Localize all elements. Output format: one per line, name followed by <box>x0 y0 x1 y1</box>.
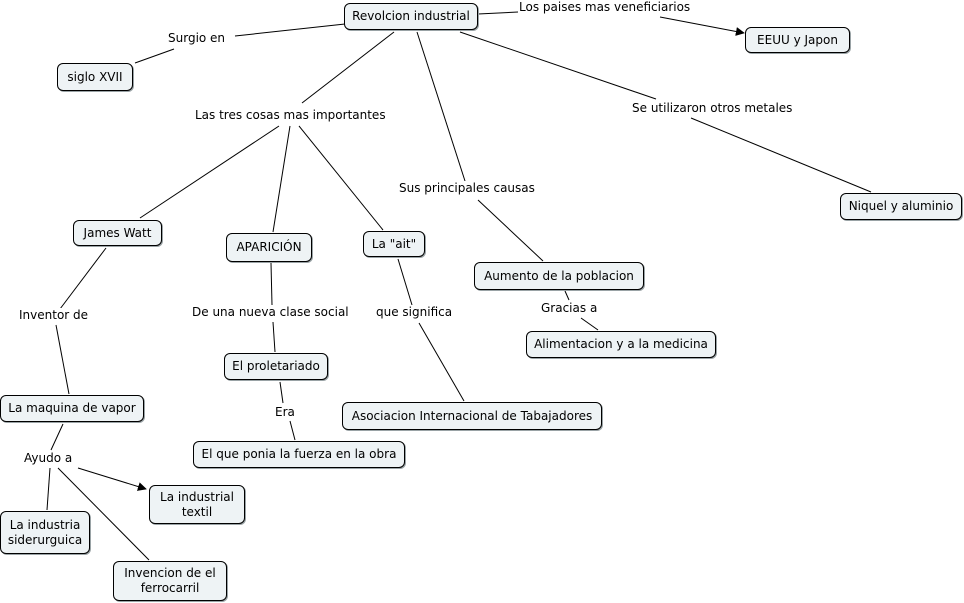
link-ayudo-ferrocarril <box>57 467 150 561</box>
concept-label-line2: ferrocarril <box>140 581 200 595</box>
link-root-metales <box>459 31 657 100</box>
link-phrase-gracias[interactable]: Gracias a <box>541 301 598 316</box>
link-ait-significa <box>397 258 413 306</box>
concept-label-line1: La industria <box>9 517 81 532</box>
link-phrase-era[interactable]: Era <box>275 405 295 420</box>
concept-label: La maquina de vapor <box>8 401 136 415</box>
link-root-causas <box>416 31 466 182</box>
concept-aparicion[interactable]: APARICIÓN <box>226 233 312 262</box>
link-tres-watt <box>139 125 280 219</box>
link-gracias-alimentacion <box>580 317 599 331</box>
concept-niquel-aluminio[interactable]: Niquel y aluminio <box>840 193 962 220</box>
concept-fuerza-obra[interactable]: El que ponia la fuerza en la obra <box>193 441 405 468</box>
concept-james-watt[interactable]: James Watt <box>73 220 162 246</box>
link-clase-proletariado <box>272 321 276 353</box>
concept-alimentacion-medicina[interactable]: Alimentacion y a la medicina <box>526 331 716 358</box>
concept-label: EEUU y Japon <box>757 32 838 47</box>
concept-revolucion-industrial[interactable]: Revolcion industrial <box>344 3 478 30</box>
link-tres-ait <box>298 125 384 231</box>
link-metales-niquel <box>690 117 872 193</box>
concept-label: Asociacion Internacional de Tabajadores <box>351 408 593 423</box>
concept-label-line2: textil <box>181 504 213 519</box>
link-phrase-significa[interactable]: que significa <box>376 305 453 320</box>
concept-aumento-poblacion[interactable]: Aumento de la poblacion <box>474 262 644 290</box>
link-paises-eeuu <box>659 16 745 36</box>
link-root-tres <box>301 31 395 104</box>
concept-la-ait[interactable]: La "ait" <box>363 231 425 257</box>
link-inventor-maquina <box>55 324 70 395</box>
link-causas-aumento <box>477 199 544 262</box>
link-ayudo-textil <box>77 467 147 491</box>
link-phrase-paises[interactable]: Los paises mas veneficiarios <box>519 0 691 15</box>
concept-label-line2: siderurguica <box>7 532 83 547</box>
link-aparicion-clase <box>270 262 273 306</box>
concept-label: James Watt <box>83 225 152 240</box>
concept-label: El proletariado <box>232 359 320 373</box>
link-maquina-ayudo <box>50 423 64 451</box>
concept-label: siglo XVII <box>67 69 123 84</box>
concept-label: APARICIÓN <box>236 240 302 254</box>
link-surgio-siglo <box>134 48 175 64</box>
concept-maquina-vapor[interactable]: La maquina de vapor <box>0 395 144 422</box>
concept-label-line1: La industrial <box>160 489 234 504</box>
concept-invencion-ferrocarril[interactable]: Invencion de el ferrocarril <box>113 561 227 601</box>
concept-label: Alimentacion y a la medicina <box>534 337 708 351</box>
concept-asociacion-internacional[interactable]: Asociacion Internacional de Tabajadores <box>342 402 602 430</box>
concept-el-proletariado[interactable]: El proletariado <box>224 353 328 380</box>
concept-label: Niquel y aluminio <box>848 199 954 213</box>
link-phrase-ayudo[interactable]: Ayudo a <box>24 451 73 466</box>
concept-label-line1: Invencion de el <box>124 566 216 580</box>
concept-label: La "ait" <box>371 236 417 251</box>
link-tres-aparicion <box>272 125 291 233</box>
link-phrase-inventor[interactable]: Inventor de <box>19 308 89 323</box>
concept-industria-textil[interactable]: La industrial textil <box>149 485 245 524</box>
link-root-paises <box>477 11 519 15</box>
concept-label: Revolcion industrial <box>352 9 470 23</box>
link-phrase-metales[interactable]: Se utilizaron otros metales <box>632 101 793 116</box>
link-watt-inventor <box>59 247 107 310</box>
link-phrase-surgio[interactable]: Surgio en <box>168 31 226 46</box>
link-proletariado-era <box>279 381 284 404</box>
concept-eeuu-japon[interactable]: EEUU y Japon <box>745 27 850 53</box>
link-phrase-clase[interactable]: De una nueva clase social <box>192 305 349 320</box>
concept-industria-siderurgica[interactable]: La industria siderurguica <box>0 511 90 554</box>
link-significa-asociacion <box>418 322 465 402</box>
link-era-fuerza <box>289 420 296 441</box>
concept-siglo-xvii[interactable]: siglo XVII <box>57 63 133 91</box>
link-ayudo-siderurgica <box>46 467 51 511</box>
link-phrase-causas[interactable]: Sus principales causas <box>399 181 535 196</box>
concept-label: El que ponia la fuerza en la obra <box>201 447 397 461</box>
link-aumento-gracias <box>564 290 570 301</box>
concept-label: Aumento de la poblacion <box>484 268 634 283</box>
link-phrase-tres[interactable]: Las tres cosas mas importantes <box>195 108 386 123</box>
link-root-surgio <box>234 23 346 37</box>
